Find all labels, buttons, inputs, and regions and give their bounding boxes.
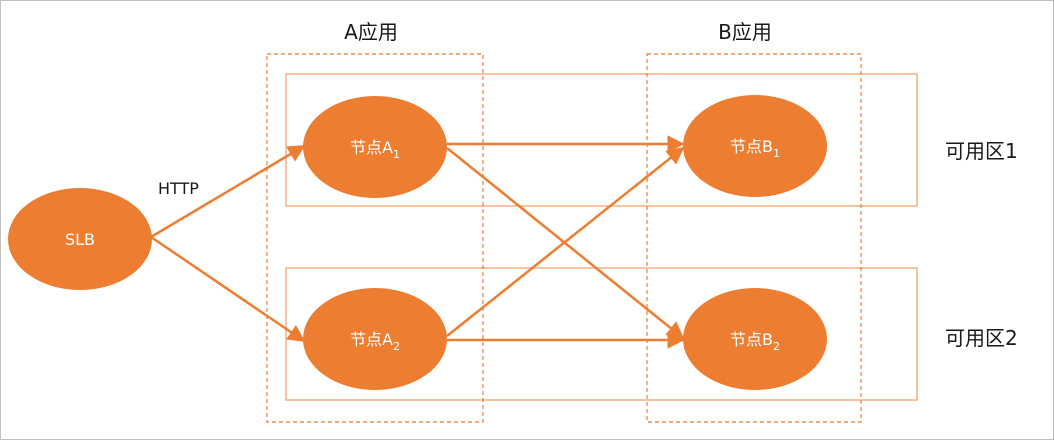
node-b2-subscript: 2 — [773, 340, 780, 353]
node-a2-label: 节点A2 — [350, 330, 400, 353]
node-a1-main: 节点A — [350, 138, 393, 157]
node-b1 — [683, 95, 827, 197]
app-b-title: B应用 — [718, 20, 772, 44]
arrow-slb-to-a1 — [150, 144, 306, 239]
zone-1-box — [285, 73, 918, 207]
node-b1-subscript: 1 — [773, 147, 780, 160]
app-a-title: A应用 — [344, 20, 398, 44]
node-a2-main: 节点A — [350, 330, 393, 349]
node-b2 — [683, 288, 827, 390]
arrow-slb-to-a2 — [150, 235, 306, 343]
slb-label: SLB — [65, 230, 95, 249]
node-a1-subscript: 1 — [393, 148, 400, 161]
node-a2 — [303, 288, 447, 390]
app-a-box — [266, 53, 484, 423]
node-a2-subscript: 2 — [393, 340, 400, 353]
zone-2-box — [285, 267, 918, 401]
protocol-label: HTTP — [158, 179, 199, 198]
zone-1-label: 可用区1 — [945, 139, 1018, 163]
node-b1-main: 节点B — [730, 137, 773, 156]
node-b2-main: 节点B — [730, 330, 773, 349]
arrow-a2-to-b1 — [446, 146, 685, 337]
node-b1-label: 节点B1 — [730, 137, 780, 160]
app-b-box — [646, 53, 862, 423]
node-a1 — [303, 96, 447, 198]
slb-node — [8, 188, 152, 290]
node-b2-label: 节点B2 — [730, 330, 780, 353]
node-a1-label: 节点A1 — [350, 138, 400, 161]
zone-2-label: 可用区2 — [945, 326, 1018, 350]
